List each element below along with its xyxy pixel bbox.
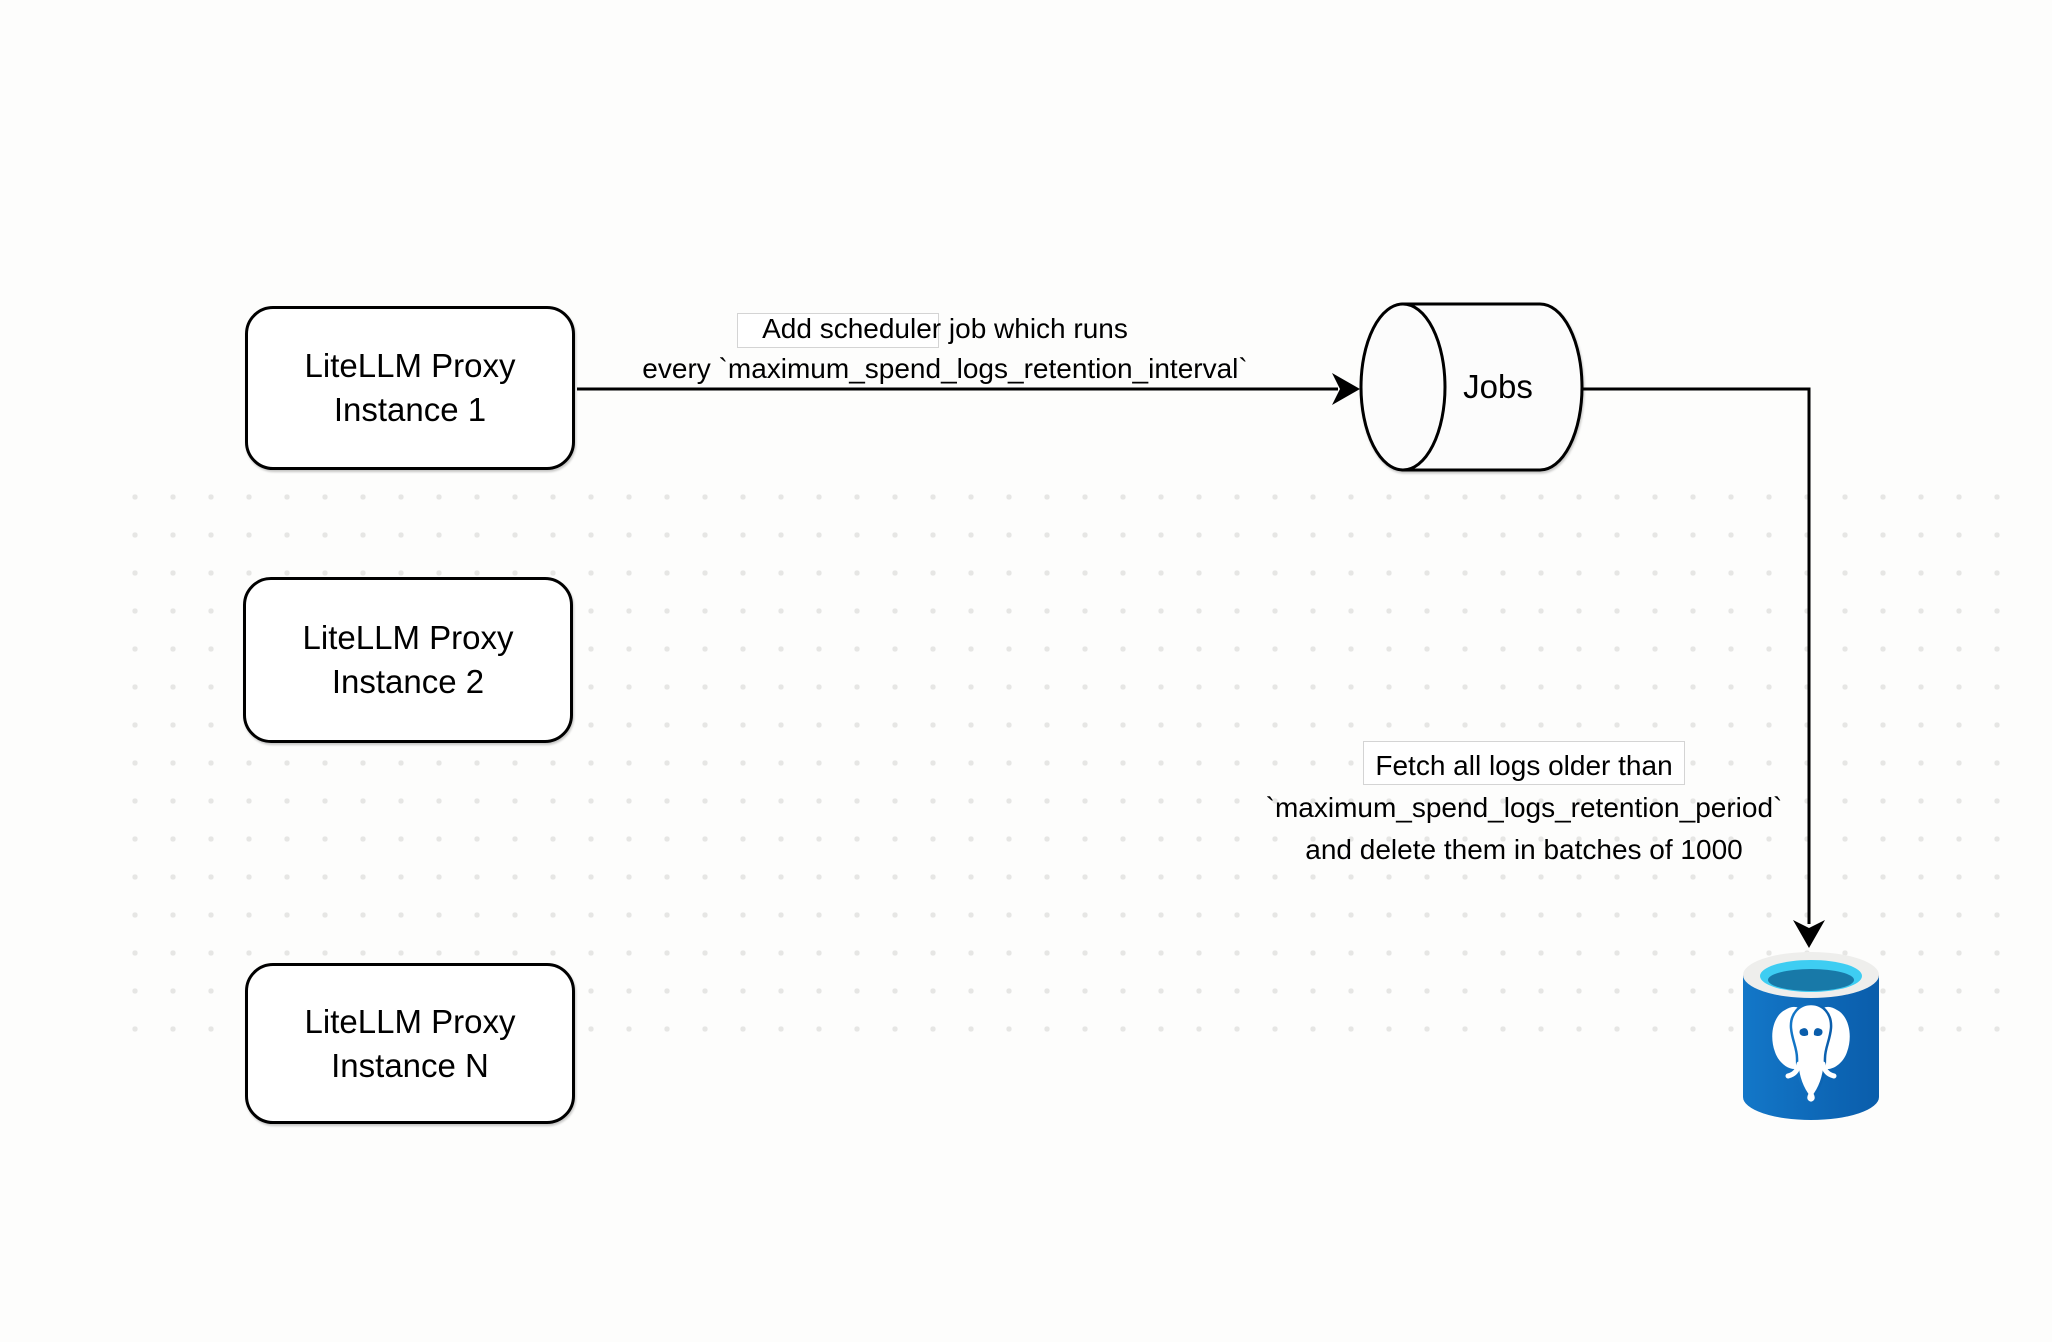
node-label-line2: Instance N [331,1046,489,1084]
cleanup-label-line3: and delete them in batches of 1000 [1305,834,1743,865]
postgresql-elephant [1772,1002,1850,1105]
jobs-queue-cylinder [1359,302,1584,472]
node-litellm-proxy-instance-2: LiteLLM Proxy Instance 2 [243,577,573,743]
edge-label-scheduler: Add scheduler job which runs every `maxi… [585,309,1305,389]
scheduler-label-line2: every `maximum_spend_logs_retention_inte… [642,353,1248,384]
arrowhead-down-icon [1793,920,1825,948]
arrowhead-right-icon [1332,373,1360,405]
edge-label-cleanup: Fetch all logs older than `maximum_spend… [1164,745,1884,871]
cleanup-label-line1: Fetch all logs older than [1375,750,1673,781]
scheduler-label-line1: Add scheduler job which runs [762,313,1128,344]
arrow-jobs-to-postgres [1582,387,1825,948]
cleanup-label-line2: `maximum_spend_logs_retention_period` [1265,792,1783,823]
node-label-line1: LiteLLM Proxy [304,347,516,384]
node-label-line2: Instance 1 [333,391,487,428]
jobs-queue-label: Jobs [1463,368,1533,405]
arrow-instance1-to-jobs [577,373,1360,405]
node-litellm-proxy-instance-n: LiteLLM Proxy Instance N [245,963,575,1124]
dot-grid-background [116,478,2016,1048]
node-litellm-proxy-instance-1: LiteLLM Proxy Instance 1 [245,306,575,470]
scheduler-label-background [737,313,939,348]
node-label-line2: Instance 2 [331,663,485,700]
cleanup-label-background [1363,741,1685,785]
node-label-line1: LiteLLM Proxy [302,619,514,656]
postgresql-icon [1743,952,1879,1120]
node-label-line1: LiteLLM Proxy [304,1002,516,1040]
